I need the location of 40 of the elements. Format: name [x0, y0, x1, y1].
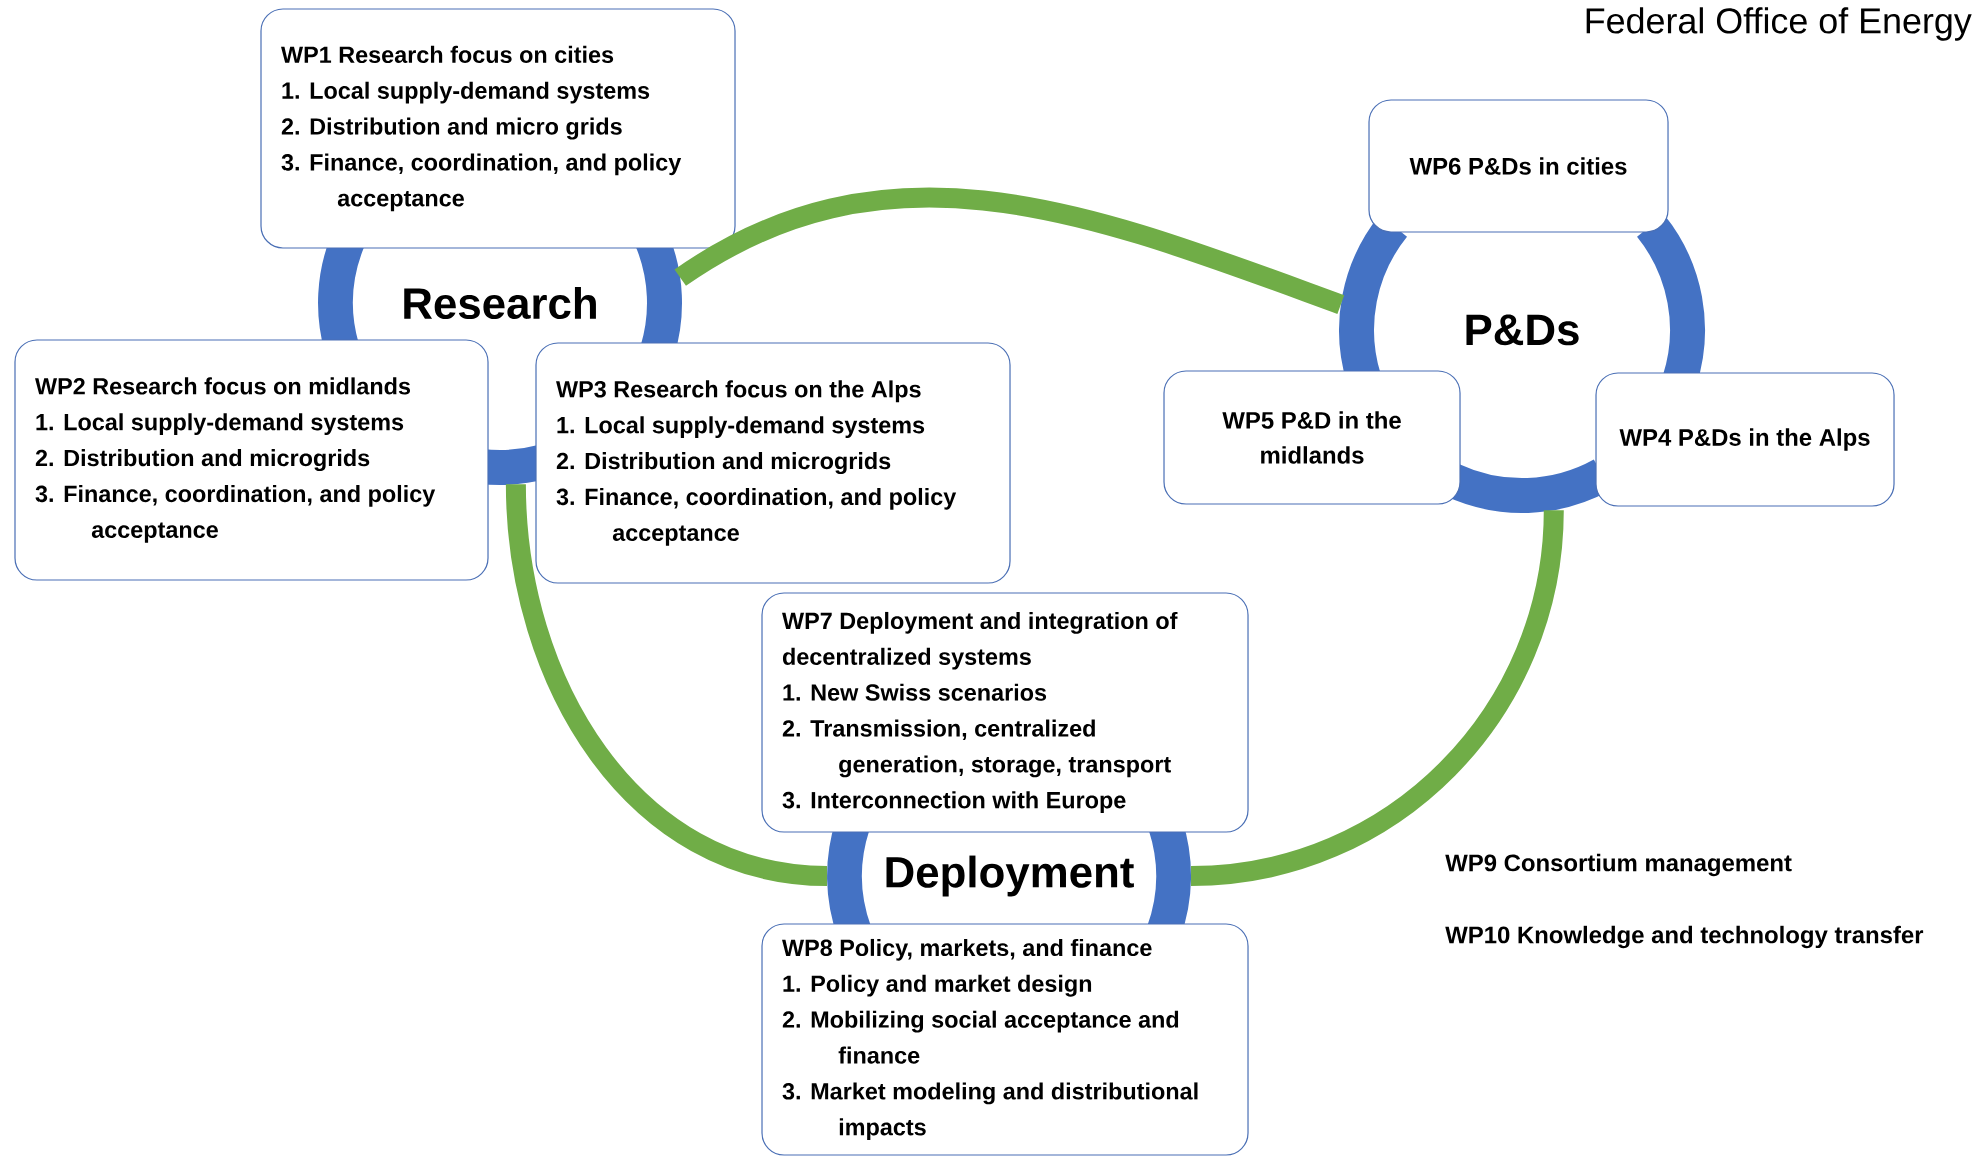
text-box: [1595, 372, 1895, 507]
list-item: 1. Local supply-demand systems: [557, 416, 925, 439]
box-heading: WP7 Deployment and integration of decentralized systems: [782, 611, 1178, 670]
list-item: 3. Market modeling and distributional impacts: [782, 1082, 1198, 1141]
connector-arc: [505, 483, 828, 886]
box-heading: WP8 Policy, markets, and finance: [782, 938, 1152, 961]
box-title: WP6 P&Ds in cities: [1409, 157, 1627, 175]
ring-label: P&Ds: [1466, 314, 1579, 346]
connector-arc: [1190, 509, 1564, 886]
connector-arc: [675, 187, 1345, 314]
header-text: Federal Office of Energy: [1586, 7, 1972, 41]
list-item: 3. Finance, coordination, and policy acceptance: [556, 487, 957, 546]
list-item: 3. Finance, coordination, and policy acceptance: [35, 484, 436, 543]
text-box: [260, 8, 736, 249]
text-box: [1368, 99, 1669, 233]
text-box: [535, 342, 1011, 584]
box-heading: WP1 Research focus on cities: [281, 45, 614, 64]
ring-label: Research: [404, 286, 596, 320]
list-item: 3. Interconnection with Europe: [782, 791, 1126, 814]
list-item: 2. Distribution and microgrids: [556, 452, 891, 474]
note-text: WP10 Knowledge and technology transfer: [1445, 925, 1924, 949]
ring-label: Deployment: [886, 855, 1134, 897]
note-text: WP9 Consortium management: [1445, 853, 1792, 877]
list-item: 1. Local supply-demand systems: [282, 81, 650, 104]
text-box: [1163, 370, 1461, 505]
box-heading: WP2 Research focus on midlands: [35, 377, 410, 395]
box-heading: WP3 Research focus on the Alps: [556, 380, 921, 403]
box-title: WP4 P&Ds in the Alps: [1619, 428, 1870, 451]
list-item: 1. Policy and market design: [783, 974, 1092, 997]
text-box: [14, 339, 489, 581]
list-item: 2. Distribution and microgrids: [35, 449, 370, 471]
list-item: 3. Finance, coordination, and policy acceptance: [281, 153, 682, 212]
list-item: 2. Distribution and micro grids: [281, 117, 622, 140]
list-item: 1. New Swiss scenarios: [783, 683, 1047, 701]
list-item: 2. Transmission, centralized generation, storage, transport: [782, 719, 1171, 778]
list-item: 2. Mobilizing social acceptance and finance: [782, 1010, 1179, 1064]
list-item: 1. Local supply-demand systems: [36, 413, 404, 436]
text-box: [761, 923, 1249, 1156]
box-title: WP5 P&D in the midlands: [1222, 411, 1401, 464]
text-box: [761, 592, 1249, 833]
